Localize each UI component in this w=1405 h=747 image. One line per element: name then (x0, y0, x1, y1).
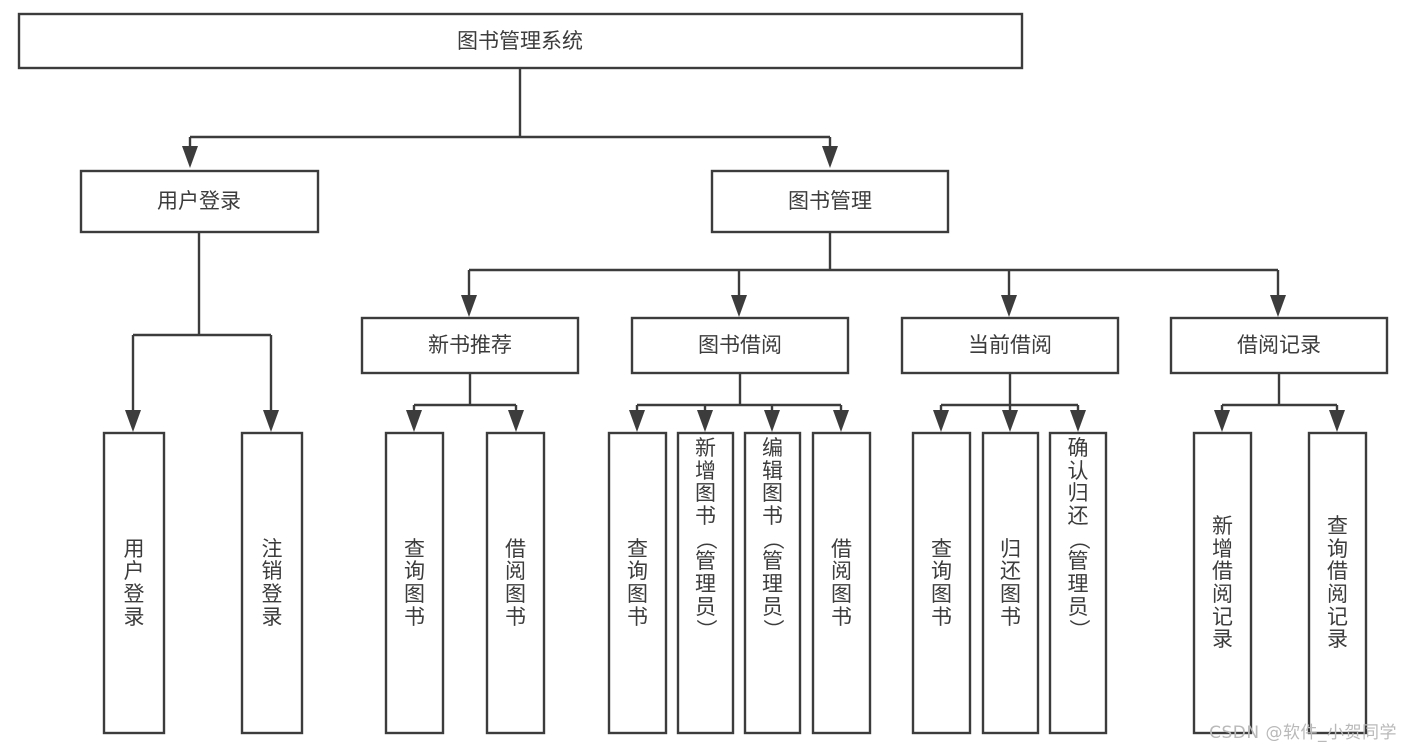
connector-user-login-to-leaves (125, 232, 279, 432)
leaf-query-borrow-record-box[interactable] (1307, 431, 1368, 735)
node-borrow-record-label: 借阅记录 (1237, 333, 1321, 357)
arrow-head-icon (731, 295, 747, 317)
leaf-query-book-2-box[interactable] (607, 431, 668, 735)
csdn-watermark: CSDN @软件_小贺同学 (1209, 723, 1397, 743)
node-user-login-box (79, 169, 320, 234)
arrow-head-icon (406, 410, 422, 432)
arrow-head-icon (1070, 410, 1086, 432)
node-new-book-recommend[interactable]: 新书推荐 (360, 316, 580, 375)
node-current-borrow-label: 当前借阅 (968, 333, 1052, 357)
connector-root-to-level2 (182, 68, 838, 168)
node-new-book-recommend-label: 新书推荐 (428, 333, 512, 357)
node-root[interactable]: 图书管理系统 (17, 12, 1024, 70)
arrow-head-icon (508, 410, 524, 432)
arrow-head-icon (263, 410, 279, 432)
arrow-head-icon (1001, 295, 1017, 317)
arrow-head-icon (933, 410, 949, 432)
node-current-borrow[interactable]: 当前借阅 (900, 316, 1120, 375)
arrow-head-icon (1214, 410, 1230, 432)
arrow-head-icon (461, 295, 477, 317)
arrow-head-icon (822, 146, 838, 168)
leaf-logout-login-box[interactable] (240, 431, 304, 735)
leaf-confirm-return-box[interactable] (1048, 431, 1108, 735)
arrow-head-icon (833, 410, 849, 432)
connector-book-manage-to-level3 (461, 232, 1286, 317)
arrow-head-icon (182, 146, 198, 168)
arrow-head-icon (1329, 410, 1345, 432)
arrow-head-icon (697, 410, 713, 432)
leaf-borrow-book-1-box[interactable] (485, 431, 546, 735)
arrow-head-icon (125, 410, 141, 432)
node-book-manage[interactable]: 图书管理 (710, 169, 950, 234)
connector-borrow-record-to-leaves (1214, 373, 1345, 432)
node-root-box (17, 12, 1024, 70)
arrow-head-icon (629, 410, 645, 432)
arrow-head-icon (1002, 410, 1018, 432)
leaf-query-book-1-box[interactable] (384, 431, 445, 735)
leaf-add-book-box[interactable] (676, 431, 735, 735)
connector-new-book-recommend-to-leaves (406, 373, 524, 432)
arrow-head-icon (764, 410, 780, 432)
node-book-borrow-label: 图书借阅 (698, 333, 782, 357)
leaf-borrow-book-2-box[interactable] (811, 431, 872, 735)
node-current-borrow-box (900, 316, 1120, 375)
leaf-user-login-box[interactable] (102, 431, 166, 735)
node-root-label: 图书管理系统 (457, 29, 583, 53)
leaf-return-book-box[interactable] (981, 431, 1040, 735)
leaf-add-borrow-record-box[interactable] (1192, 431, 1253, 735)
node-user-login-label: 用户登录 (157, 189, 241, 213)
arrow-head-icon (1270, 295, 1286, 317)
node-book-manage-label: 图书管理 (788, 189, 872, 213)
connector-book-borrow-to-leaves (629, 373, 849, 432)
leaf-edit-book-box[interactable] (743, 431, 802, 735)
connector-current-borrow-to-leaves (933, 373, 1086, 432)
node-book-borrow[interactable]: 图书借阅 (630, 316, 850, 375)
node-user-login[interactable]: 用户登录 (79, 169, 320, 234)
leaf-query-book-3-box[interactable] (911, 431, 972, 735)
node-new-book-recommend-box (360, 316, 580, 375)
node-borrow-record[interactable]: 借阅记录 (1169, 316, 1389, 375)
